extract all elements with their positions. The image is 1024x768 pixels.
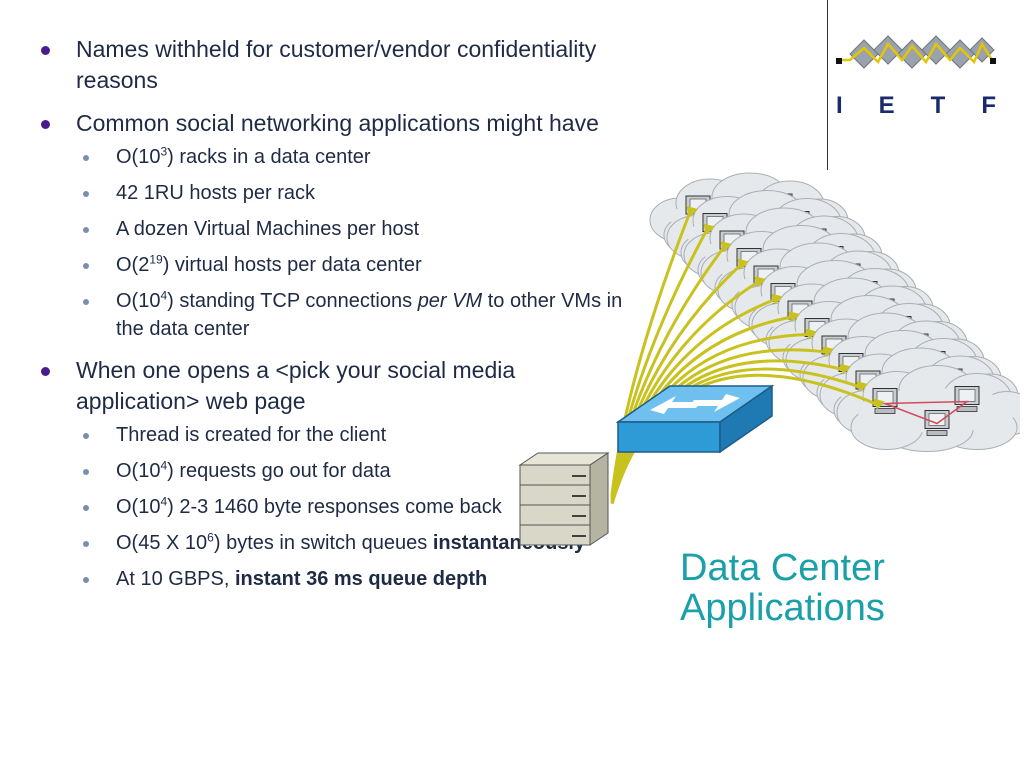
arrow-head: [839, 363, 851, 375]
sub-bullet-racks: O(103) racks in a data center: [76, 143, 638, 171]
bullet-web-page: When one opens a <pick your social media…: [38, 355, 638, 593]
server-rack-icon: [518, 452, 610, 546]
ietf-wordmark: I E T F: [836, 92, 996, 119]
arrow-head: [686, 206, 698, 217]
bullet-confidentiality: Names withheld for customer/vendor confi…: [38, 34, 638, 96]
sub-bullet-list: O(103) racks in a data center 42 1RU hos…: [76, 143, 638, 343]
sub-bullet-list: Thread is created for the client O(104) …: [76, 421, 638, 593]
ietf-logo: [836, 35, 996, 69]
divider-line: [827, 0, 828, 170]
arrow-head: [720, 241, 732, 252]
arrow-head: [754, 276, 766, 287]
arrow-head: [805, 328, 817, 340]
sub-bullet-queue-depth: At 10 GBPS, instant 36 ms queue depth: [76, 565, 638, 593]
sub-bullet-requests: O(104) requests go out for data: [76, 457, 638, 485]
bullet-social-apps: Common social networking applications mi…: [38, 108, 638, 343]
connection-arrows: [610, 206, 885, 505]
sub-bullet-thread: Thread is created for the client: [76, 421, 638, 449]
computer-icon: [954, 386, 980, 412]
arrow-head: [737, 258, 749, 270]
sub-bullet-responses: O(104) 2-3 1460 byte responses come back: [76, 493, 638, 521]
sub-bullet-tcp-connections: O(104) standing TCP connections per VM t…: [76, 287, 638, 343]
sub-bullet-switch-queues: O(45 X 106) bytes in switch queues insta…: [76, 529, 638, 557]
arrow-head: [788, 311, 800, 322]
arrow-head: [873, 398, 885, 410]
arrow-head: [703, 223, 715, 235]
slide-title: Data Center Applications: [680, 547, 885, 629]
connection-arrow: [610, 373, 878, 505]
sub-bullet-vms-per-host: A dozen Virtual Machines per host: [76, 215, 638, 243]
network-diagram: [518, 172, 1020, 546]
bullet-list: Names withheld for customer/vendor confi…: [38, 34, 638, 605]
network-switch-icon: [615, 384, 775, 454]
arrow-head: [771, 293, 783, 305]
arrow-head: [856, 381, 868, 392]
arrow-head: [822, 346, 834, 357]
sub-bullet-hosts-per-rack: 42 1RU hosts per rack: [76, 179, 638, 207]
sub-bullet-virtual-hosts: O(219) virtual hosts per data center: [76, 251, 638, 279]
